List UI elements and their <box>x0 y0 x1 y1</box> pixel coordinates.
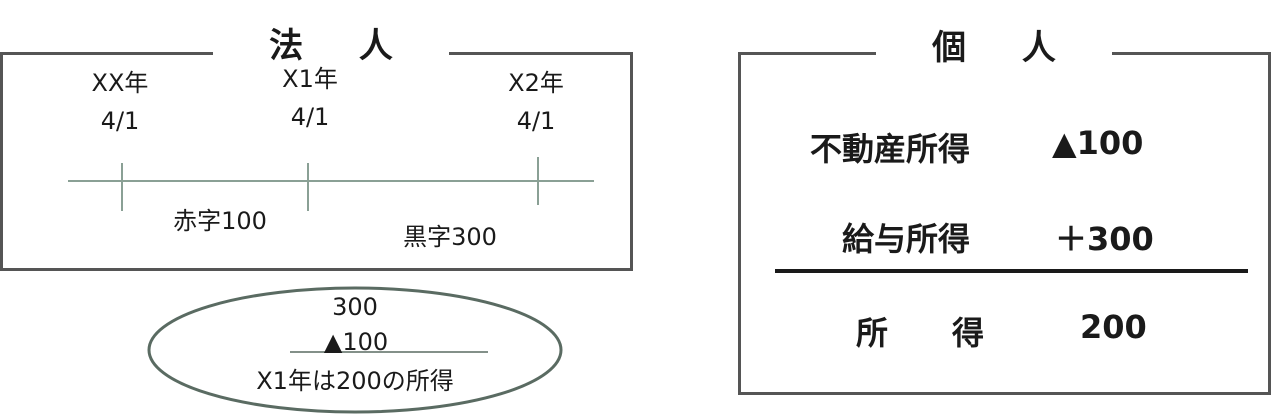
date-day: 4/1 <box>100 107 140 135</box>
income-total-label: 所 得 <box>856 314 985 352</box>
calc-result: X1年は200の所得 <box>256 367 454 395</box>
date-day: 4/1 <box>290 103 330 131</box>
period-profit-label: 黒字300 <box>403 223 497 251</box>
calc-ellipse <box>147 286 563 414</box>
date-label-x2: X2年 4/1 <box>486 64 586 140</box>
corporate-title-gap <box>213 48 449 56</box>
date-label-x1: X1年 4/1 <box>260 60 360 136</box>
income-label-salary: 給与所得 <box>842 220 971 258</box>
income-value-real-estate: ▲100 <box>1052 124 1144 162</box>
date-year: X1年 <box>282 65 338 93</box>
calc-top-value: 300 <box>332 293 378 321</box>
corporate-title: 法 人 <box>269 26 415 66</box>
date-year: XX年 <box>91 69 149 97</box>
income-label-real-estate: 不動産所得 <box>810 130 971 168</box>
timeline <box>68 157 594 211</box>
income-value-salary: ＋300 <box>1055 220 1154 258</box>
income-total-value: 200 <box>1080 308 1147 346</box>
calc-sub-value: ▲100 <box>323 328 389 356</box>
date-day: 4/1 <box>516 107 556 135</box>
date-year: X2年 <box>508 69 564 97</box>
individual-panel <box>738 52 1271 395</box>
period-loss-label: 赤字100 <box>173 207 267 235</box>
date-label-xx: XX年 4/1 <box>70 64 170 140</box>
individual-title: 個 人 <box>932 28 1078 68</box>
individual-title-gap <box>876 48 1112 56</box>
